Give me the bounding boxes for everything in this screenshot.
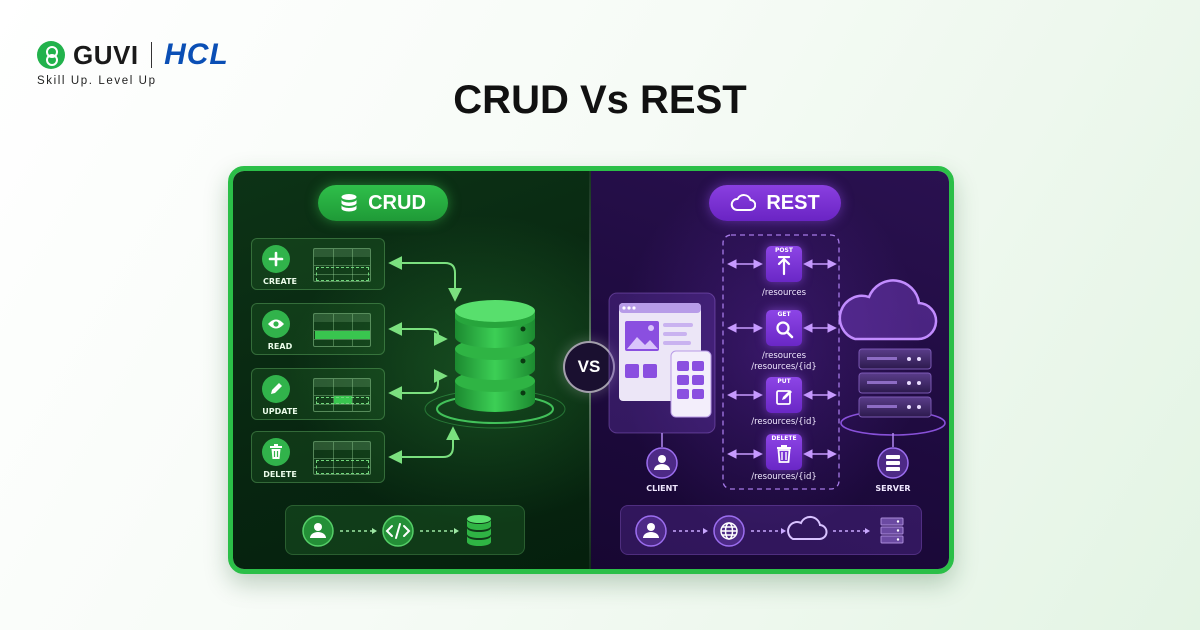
- method-post: POST: [766, 246, 802, 282]
- server-rack-graphic: [858, 348, 932, 418]
- crud-flow-strip: [285, 505, 525, 555]
- code-icon: [385, 523, 411, 539]
- method-tag: POST: [775, 247, 793, 254]
- create-arrow: [388, 256, 462, 302]
- crud-heading: CRUD: [318, 185, 448, 221]
- comparison-card: CRUD REST CREATE READ: [228, 166, 954, 574]
- table-graphic: [313, 441, 371, 475]
- crud-heading-label: CRUD: [368, 191, 426, 214]
- cloud-icon: [731, 194, 757, 211]
- rest-flow-strip: [620, 505, 922, 555]
- cloud-icon: [838, 279, 938, 341]
- rest-heading: REST: [709, 185, 841, 221]
- trash-icon: [262, 438, 290, 466]
- crud-op-delete: DELETE: [251, 431, 385, 483]
- plus-icon: [262, 245, 290, 273]
- hcl-wordmark: HCL: [164, 38, 229, 71]
- user-icon: [310, 523, 326, 538]
- rest-diagram-graphic: [608, 234, 946, 490]
- method-delete: DELETE: [766, 434, 802, 470]
- search-icon: [776, 321, 794, 339]
- globe-icon: [720, 522, 738, 540]
- crud-op-label: CREATE: [263, 277, 297, 286]
- mobile-device-graphic: [670, 350, 712, 418]
- vs-badge: VS: [563, 341, 615, 393]
- user-icon: [654, 455, 670, 470]
- crud-op-label: UPDATE: [262, 407, 298, 416]
- method-get: GET: [766, 310, 802, 346]
- crud-op-label: DELETE: [263, 470, 297, 479]
- server-icon: [880, 517, 904, 544]
- rest-heading-label: REST: [766, 191, 820, 214]
- edit-icon: [776, 390, 792, 405]
- page-title: CRUD Vs REST: [453, 78, 747, 122]
- crud-op-label: READ: [267, 342, 293, 351]
- brand-tagline: Skill Up. Level Up: [37, 75, 157, 87]
- path-label: /resources: [761, 288, 807, 298]
- cloud-icon: [787, 515, 828, 540]
- path-label: /resources/{id}: [751, 417, 817, 427]
- method-tag: GET: [777, 311, 791, 318]
- user-icon: [643, 523, 659, 538]
- table-graphic: [313, 378, 371, 412]
- client-label: CLIENT: [646, 484, 678, 493]
- browser-window-graphic: [619, 303, 701, 401]
- crud-op-update: UPDATE: [251, 368, 385, 420]
- server-label: SERVER: [875, 484, 911, 493]
- crud-op-read: READ: [251, 303, 385, 355]
- crud-diagram-graphic: [388, 256, 566, 464]
- database-icon: [341, 194, 357, 212]
- path-label: /resources/{id}: [751, 472, 817, 482]
- path-label: /resources /resources/{id}: [751, 351, 817, 372]
- table-graphic: [313, 248, 371, 282]
- crud-op-create: CREATE: [251, 238, 385, 290]
- database-icon: [455, 300, 535, 412]
- eye-icon: [262, 310, 290, 338]
- upload-icon: [777, 256, 791, 276]
- method-tag: PUT: [777, 378, 791, 385]
- database-icon: [467, 515, 491, 546]
- method-put: PUT: [766, 377, 802, 413]
- trash-icon: [777, 445, 791, 463]
- brand-separator: [150, 42, 153, 68]
- table-graphic: [313, 313, 371, 347]
- pencil-icon: [262, 375, 290, 403]
- guvi-logo-icon: [37, 41, 65, 69]
- server-icon: [886, 455, 900, 471]
- brand-logo: GUVI HCL Skill Up. Level Up: [37, 38, 229, 87]
- method-tag: DELETE: [771, 435, 797, 442]
- guvi-wordmark: GUVI: [73, 39, 139, 70]
